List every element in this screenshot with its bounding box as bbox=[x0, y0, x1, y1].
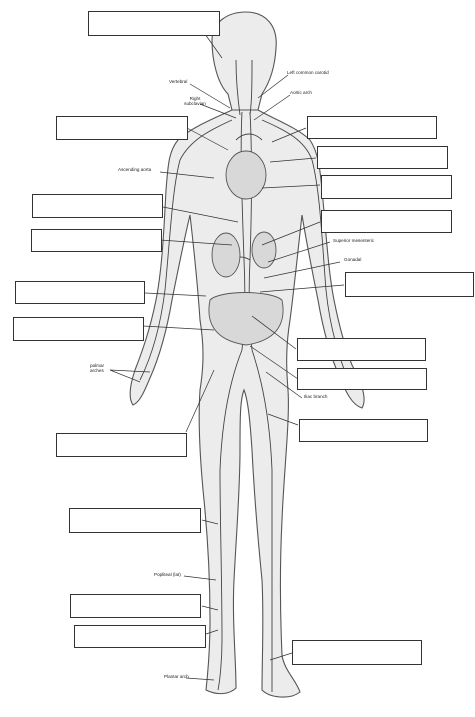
label-popliteal: Popliteal (lat) bbox=[154, 573, 181, 578]
label-palmar-arches: palmar arches bbox=[90, 364, 112, 373]
label-vertebral: Vertebral bbox=[169, 80, 187, 85]
label-plantar-arch: Plantar arch bbox=[164, 675, 189, 680]
blank-label-box[interactable] bbox=[321, 175, 452, 199]
blank-label-box[interactable] bbox=[74, 625, 206, 648]
blank-label-box[interactable] bbox=[15, 281, 145, 304]
blank-label-box[interactable] bbox=[297, 338, 426, 361]
blank-label-box[interactable] bbox=[297, 368, 427, 390]
label-superior-mesenteric: Superior mesenteric bbox=[333, 239, 374, 244]
label-iliac-branch: Iliac branch bbox=[304, 395, 328, 400]
label-right-subclavian: Right subclavian bbox=[180, 97, 210, 106]
label-ascending-aorta: Ascending aorta bbox=[118, 168, 151, 173]
blank-label-box[interactable] bbox=[70, 594, 201, 618]
blank-label-box[interactable] bbox=[345, 272, 474, 297]
label-gonadal: Gonadal bbox=[344, 258, 361, 263]
blank-label-box[interactable] bbox=[307, 116, 437, 139]
blank-label-box[interactable] bbox=[31, 229, 162, 252]
blank-label-box[interactable] bbox=[13, 317, 144, 341]
label-left-common-carotid: Left common carotid bbox=[287, 71, 329, 76]
blank-label-box[interactable] bbox=[32, 194, 163, 218]
blank-label-box[interactable] bbox=[321, 210, 452, 233]
blank-label-box[interactable] bbox=[317, 146, 448, 169]
blank-label-box[interactable] bbox=[299, 419, 428, 442]
blank-label-box[interactable] bbox=[56, 433, 187, 457]
blank-label-box[interactable] bbox=[69, 508, 201, 533]
blank-label-box[interactable] bbox=[292, 640, 422, 665]
blank-label-box[interactable] bbox=[56, 116, 188, 140]
blank-label-box[interactable] bbox=[88, 11, 220, 36]
label-aortic-arch: Aortic arch bbox=[290, 91, 312, 96]
